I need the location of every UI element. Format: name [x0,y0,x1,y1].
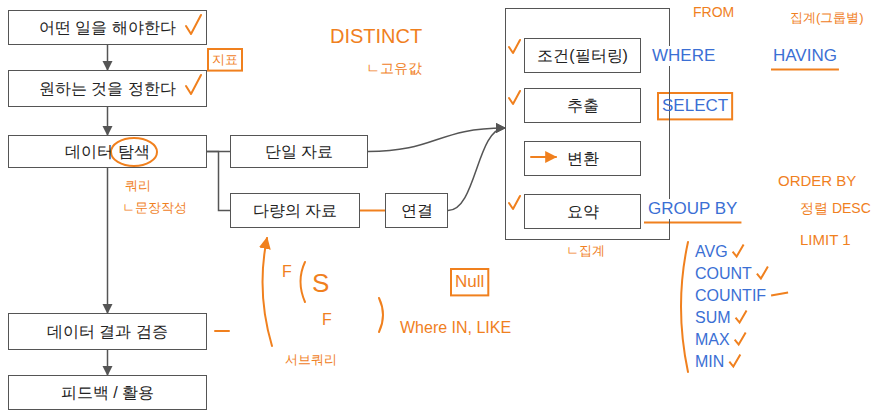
bracket [301,262,306,302]
query-step-box: 추출 [524,88,641,123]
flow-connector [107,168,109,313]
handwritten-note: DISTINCT [330,24,422,48]
node-label: 어떤 일을 해야한다 [39,18,176,37]
process-box: 데이터 탐색 [8,135,207,168]
sql-keyword: SELECT [662,96,728,116]
annotation-dash [771,293,788,296]
sql-keyword: GROUP BY [646,199,739,219]
query-step-box: 요약 [524,194,641,229]
check-mark [509,40,520,53]
handwritten-note: 집계(그룹별) [790,10,864,26]
handwritten-note: 서브쿼리 [285,352,337,368]
check-mark [509,91,520,104]
handwritten-note: F [322,310,332,329]
node-label: 조건(필터링) [537,46,628,65]
query-step-box: 조건(필터링) [524,38,641,73]
node-label: 요약 [567,202,599,221]
flow-connector [107,350,109,375]
check-mark [735,333,746,345]
handwritten-note: Null [455,272,484,292]
handwritten-note: 정렬 DESC [800,200,871,217]
process-box: 원하는 것을 정한다 [8,70,207,107]
node-label: 데이터 결과 검증 [47,322,168,341]
handwritten-note: F [282,262,292,281]
node-label: 다량의 자료 [253,201,337,220]
annotation-arrow [531,156,556,158]
node-label: 추출 [567,96,599,115]
check-mark [186,75,201,94]
check-mark [757,267,768,279]
handwritten-note: ㄴ집계 [566,243,605,259]
handwritten-note: ORDER BY [778,172,856,190]
node-label: 원하는 것을 정한다 [39,79,176,98]
handwritten-note: 쿼리 [125,178,151,194]
check-mark [736,311,747,323]
sql-keyword: WHERE [650,46,717,66]
node-label: 데이터 탐색 [65,142,149,161]
handwritten-note: ㄴ문장작성 [122,200,187,216]
query-step-box: 변환 [524,141,641,176]
check-mark [729,355,740,367]
handwritten-note: Where IN, LIKE [400,318,511,337]
node-label: 피드백 / 활용 [61,383,154,402]
underline [644,221,741,223]
handwritten-note: S [312,268,329,299]
aggregate-function: AVG [695,242,728,261]
node-label: 변환 [567,149,599,168]
sql-keyword: HAVING [773,46,837,66]
aggregate-function: COUNT [695,264,752,283]
process-box: 피드백 / 활용 [8,375,207,410]
process-box: 어떤 일을 해야한다 [8,10,207,45]
highlight-box [451,269,488,295]
node-label: 연결 [401,201,433,220]
annotation-dash [215,330,229,332]
flow-connector [107,45,109,70]
handwritten-note: LIMIT 1 [800,231,851,249]
handwritten-note: ㄴ고유값 [366,60,422,77]
process-box: 데이터 결과 검증 [8,313,207,350]
flow-connector [360,210,385,212]
bracket [681,242,688,372]
aggregate-function: SUM [695,308,731,327]
aggregate-function: MAX [695,330,730,349]
check-mark [509,196,520,209]
data-box: 다량의 자료 [230,193,360,228]
bracket-arrow [263,238,272,346]
bracket [379,298,383,332]
aggregate-function: MIN [695,352,724,371]
highlight-box [208,49,242,71]
handwritten-note: 지표 [212,52,238,68]
check-mark [733,245,744,257]
data-box: 단일 자료 [230,135,368,168]
flow-connector [107,107,109,135]
handwritten-note: FROM [693,4,734,21]
check-mark [186,15,201,34]
node-label: 단일 자료 [265,142,333,161]
join-box: 연결 [385,193,448,228]
flow-connector [448,128,505,211]
underline [771,68,839,70]
flow-connector [207,152,230,211]
aggregate-function: COUNTIF [695,286,766,305]
